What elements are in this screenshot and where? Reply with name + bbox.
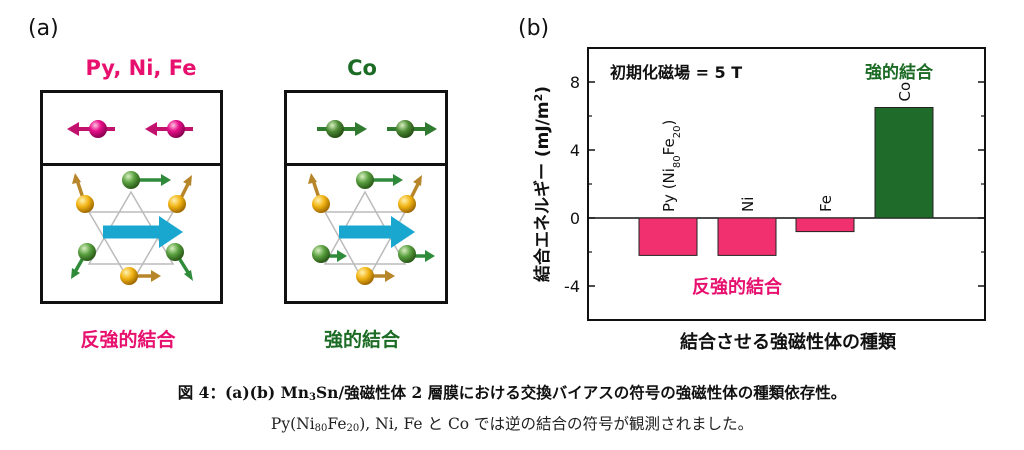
- caption-line-2: Py(Ni80Fe20), Ni, Fe と Co では逆の結合の符号が観測され…: [0, 412, 1024, 434]
- annotation-ferro: 強的結合: [865, 62, 934, 83]
- caption-text: Py(Ni: [270, 415, 315, 433]
- caption-text: 図 4：(a)(b) Mn: [177, 383, 310, 402]
- ferromagnet-layer: [43, 93, 220, 166]
- caption-text: ), Ni, Fe と Co では逆の結合の符号が観測されました。: [359, 415, 754, 433]
- kagome-lattice-icon: [308, 171, 435, 286]
- x-axis-label: 結合させる強磁性体の種類: [680, 331, 897, 353]
- y-axis-label: 結合エネルギー (mJ/m2): [532, 86, 554, 282]
- y-tick-label: 4: [570, 141, 580, 160]
- ferromagnet-layer: [287, 93, 445, 166]
- caption-sub: 80: [314, 423, 328, 434]
- panel-a-label: (a): [28, 16, 59, 41]
- caption-text: Fe: [327, 415, 347, 433]
- bar-1: [717, 217, 777, 256]
- annotation-field: 初期化磁場 = 5 T: [610, 63, 742, 82]
- coupling-label-antiferro: 反強的結合: [80, 329, 176, 351]
- caption-sub: 3: [309, 392, 316, 403]
- y-tick-label: -4: [564, 277, 580, 296]
- y-tick-label: 0: [570, 209, 580, 228]
- annotation-antiferro: 反強的結合: [692, 276, 783, 298]
- caption-text: 層膜における交換バイアスの符号の強磁性体の種類依存性。: [422, 383, 847, 402]
- category-label-fe: Fe: [817, 195, 835, 212]
- caption-line-1: 図 4：(a)(b) Mn3Sn/強磁性体 2 層膜における交換バイアスの符号の…: [0, 381, 1024, 403]
- schematic-antiparallel: [40, 90, 223, 304]
- exchange-energy-bar-chart: -4 0 4 8 結合エネルギー (mJ/m2) 初期化磁場 = 5 T 強的結合 反…: [532, 47, 986, 353]
- spin-right-arrows-icon: [317, 120, 437, 138]
- caption-text: 2: [411, 383, 423, 402]
- caption-text: Sn/強磁性体: [315, 383, 412, 402]
- caption-sub: 20: [346, 423, 360, 434]
- category-label-py: Py (Ni80Fe20): [660, 120, 683, 212]
- bar-0: [638, 217, 698, 256]
- bar-3: [874, 107, 934, 219]
- coupling-label-ferro: 強的結合: [323, 329, 400, 351]
- spin-left-arrows-icon: [67, 120, 193, 138]
- group-title-co: Co: [347, 56, 377, 80]
- group-title-py-ni-fe: Py, Ni, Fe: [85, 56, 197, 80]
- kagome-lattice-icon: [71, 171, 193, 286]
- y-tick-label: 8: [570, 73, 580, 92]
- category-label-co: Co: [896, 82, 914, 102]
- schematic-parallel: [284, 90, 448, 304]
- panel-b-label: (b): [518, 16, 550, 41]
- category-label-ni: Ni: [739, 197, 757, 212]
- bar-2: [795, 217, 855, 233]
